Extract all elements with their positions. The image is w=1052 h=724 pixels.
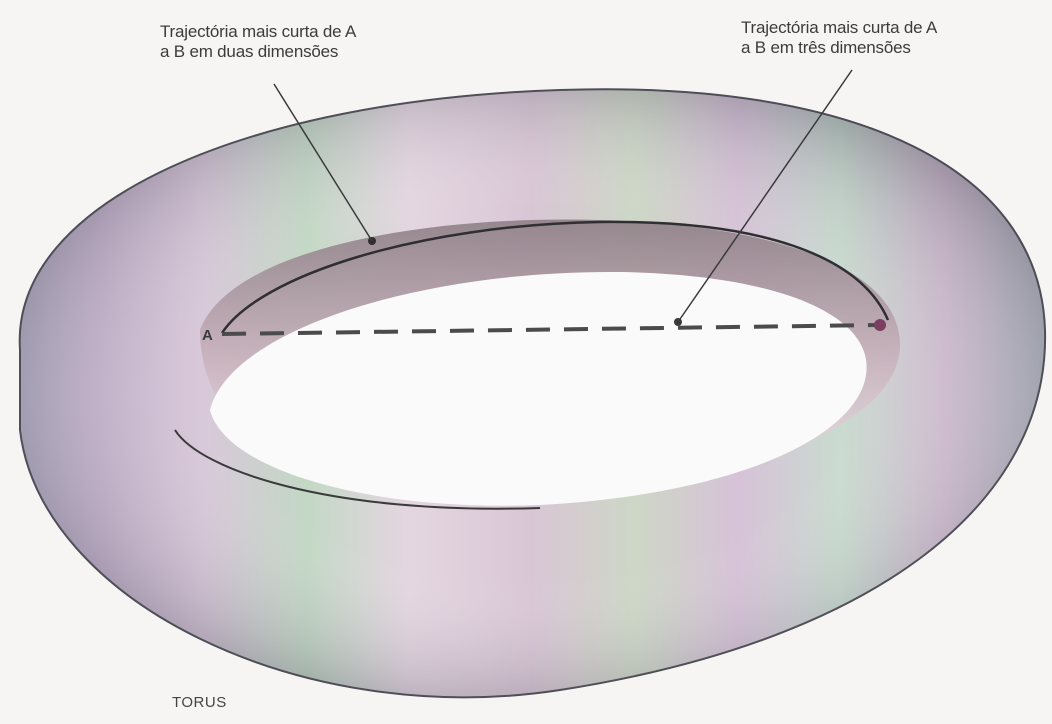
callout-3d: Trajectória mais curta de A a B em três …	[741, 18, 1041, 58]
figure-caption: TORUS	[172, 694, 227, 711]
leader-line-2d	[273, 83, 373, 242]
point-b-marker	[874, 319, 886, 331]
callout-2d-line2: a B em duas dimensões	[160, 42, 339, 61]
point-a-label: A	[202, 327, 213, 344]
leader-line-3d	[677, 69, 853, 323]
callout-2d-line1: Trajectória mais curta de A	[160, 22, 357, 41]
callout-2d: Trajectória mais curta de A a B em duas …	[160, 22, 450, 62]
callout-3d-line1: Trajectória mais curta de A	[741, 18, 938, 37]
callout-3d-line2: a B em três dimensões	[741, 38, 911, 57]
